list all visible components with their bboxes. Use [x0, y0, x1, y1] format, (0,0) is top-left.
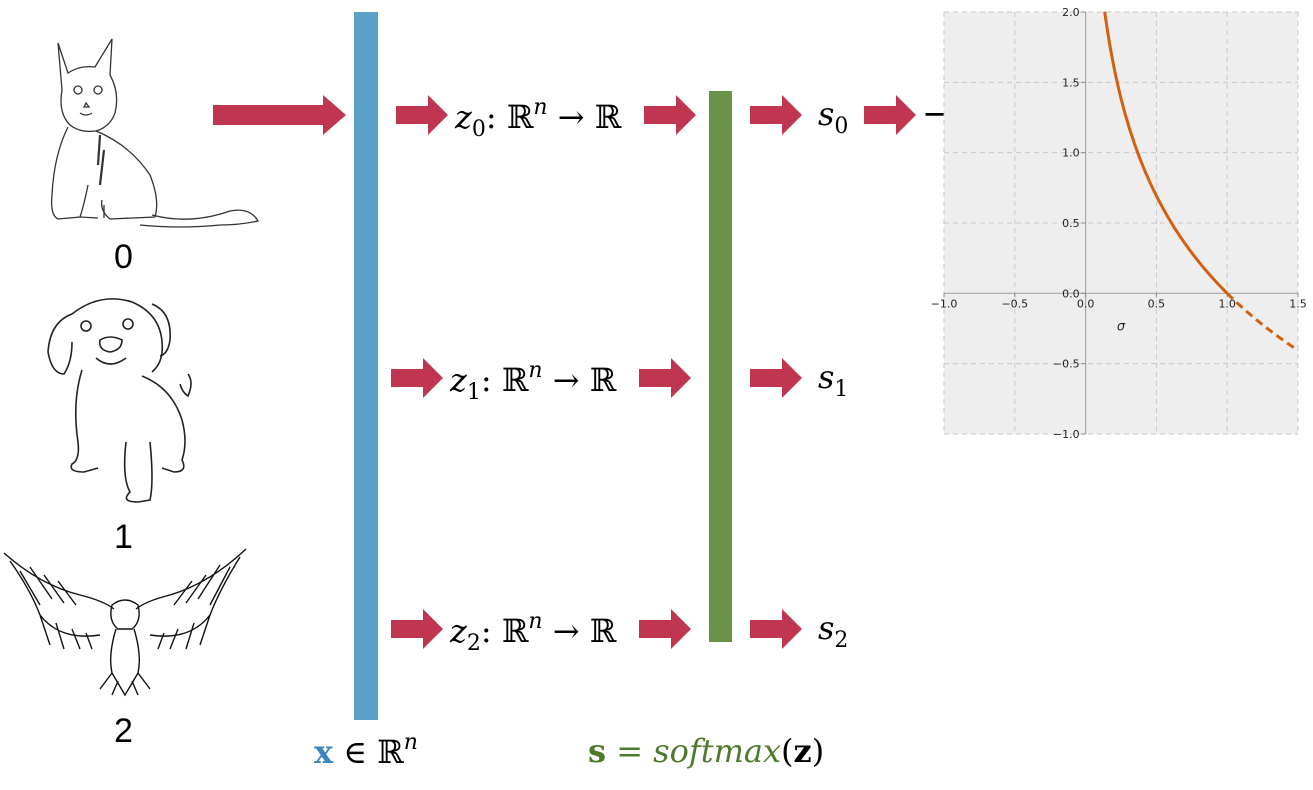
input-caption: x ∈ ℝn — [314, 730, 418, 771]
logit-label-2: z2: ℝn → ℝ — [450, 609, 617, 656]
x-tick-label-5: 1.5 — [1289, 297, 1307, 310]
y-tick-label-0: 2.0 — [1062, 6, 1080, 19]
input-arrow — [213, 95, 346, 135]
y-tick-label-4: 0.0 — [1062, 287, 1080, 300]
arrow-to-output-2 — [750, 609, 802, 649]
output-label-2: s2 — [818, 609, 849, 653]
input-label-cat: 0 — [114, 238, 133, 276]
series-0-line — [1103, 11, 1229, 295]
y-tick-label-3: 0.5 — [1062, 217, 1080, 230]
y-tick-label-5: −0.5 — [1053, 358, 1080, 371]
arrow-to-output-1 — [750, 358, 802, 398]
arrow-to-loss — [864, 95, 916, 135]
cat-icon — [50, 38, 260, 228]
x-tick-label-2: 0.0 — [1077, 297, 1095, 310]
output-label-1: s1 — [818, 358, 849, 402]
arrow-to-output-0 — [750, 95, 802, 135]
logit-label-0: z0: ℝn → ℝ — [455, 95, 622, 142]
series-1-line — [1226, 292, 1299, 352]
output-label-0: s0 — [818, 95, 849, 139]
neg-log-chart: −1.0 −0.5 0.0 0.5 1.0 1.5 2.0 1.5 1.0 0.5 0.0 −0.5 −… — [931, 6, 1307, 441]
x-axis-label: σ — [1117, 319, 1126, 334]
x-tick-label-3: 0.5 — [1148, 297, 1166, 310]
dog-icon — [47, 298, 192, 503]
input-label-dog: 1 — [114, 518, 133, 556]
x-tick-label-4: 1.0 — [1218, 297, 1236, 310]
logit-label-1: z1: ℝn → ℝ — [450, 358, 617, 405]
arrow-logit-to-softmax-0 — [644, 95, 696, 135]
eagle-icon — [3, 548, 247, 697]
y-tick-label-1: 1.5 — [1062, 76, 1080, 89]
arrow-to-logit-2 — [391, 609, 443, 649]
input-vector-bar — [354, 12, 378, 720]
y-tick-label-6: −1.0 — [1053, 428, 1080, 441]
x-tick-label-0: −1.0 — [931, 297, 958, 310]
softmax-caption: s = softmax(z) — [588, 732, 825, 770]
arrow-to-logit-0 — [396, 95, 448, 135]
arrow-logit-to-softmax-2 — [639, 609, 691, 649]
y-tick-label-2: 1.0 — [1062, 147, 1080, 160]
input-label-eagle: 2 — [114, 712, 133, 750]
softmax-bar — [709, 91, 732, 642]
arrow-to-logit-1 — [391, 358, 443, 398]
x-tick-label-1: −0.5 — [1001, 297, 1028, 310]
arrow-logit-to-softmax-1 — [639, 358, 691, 398]
